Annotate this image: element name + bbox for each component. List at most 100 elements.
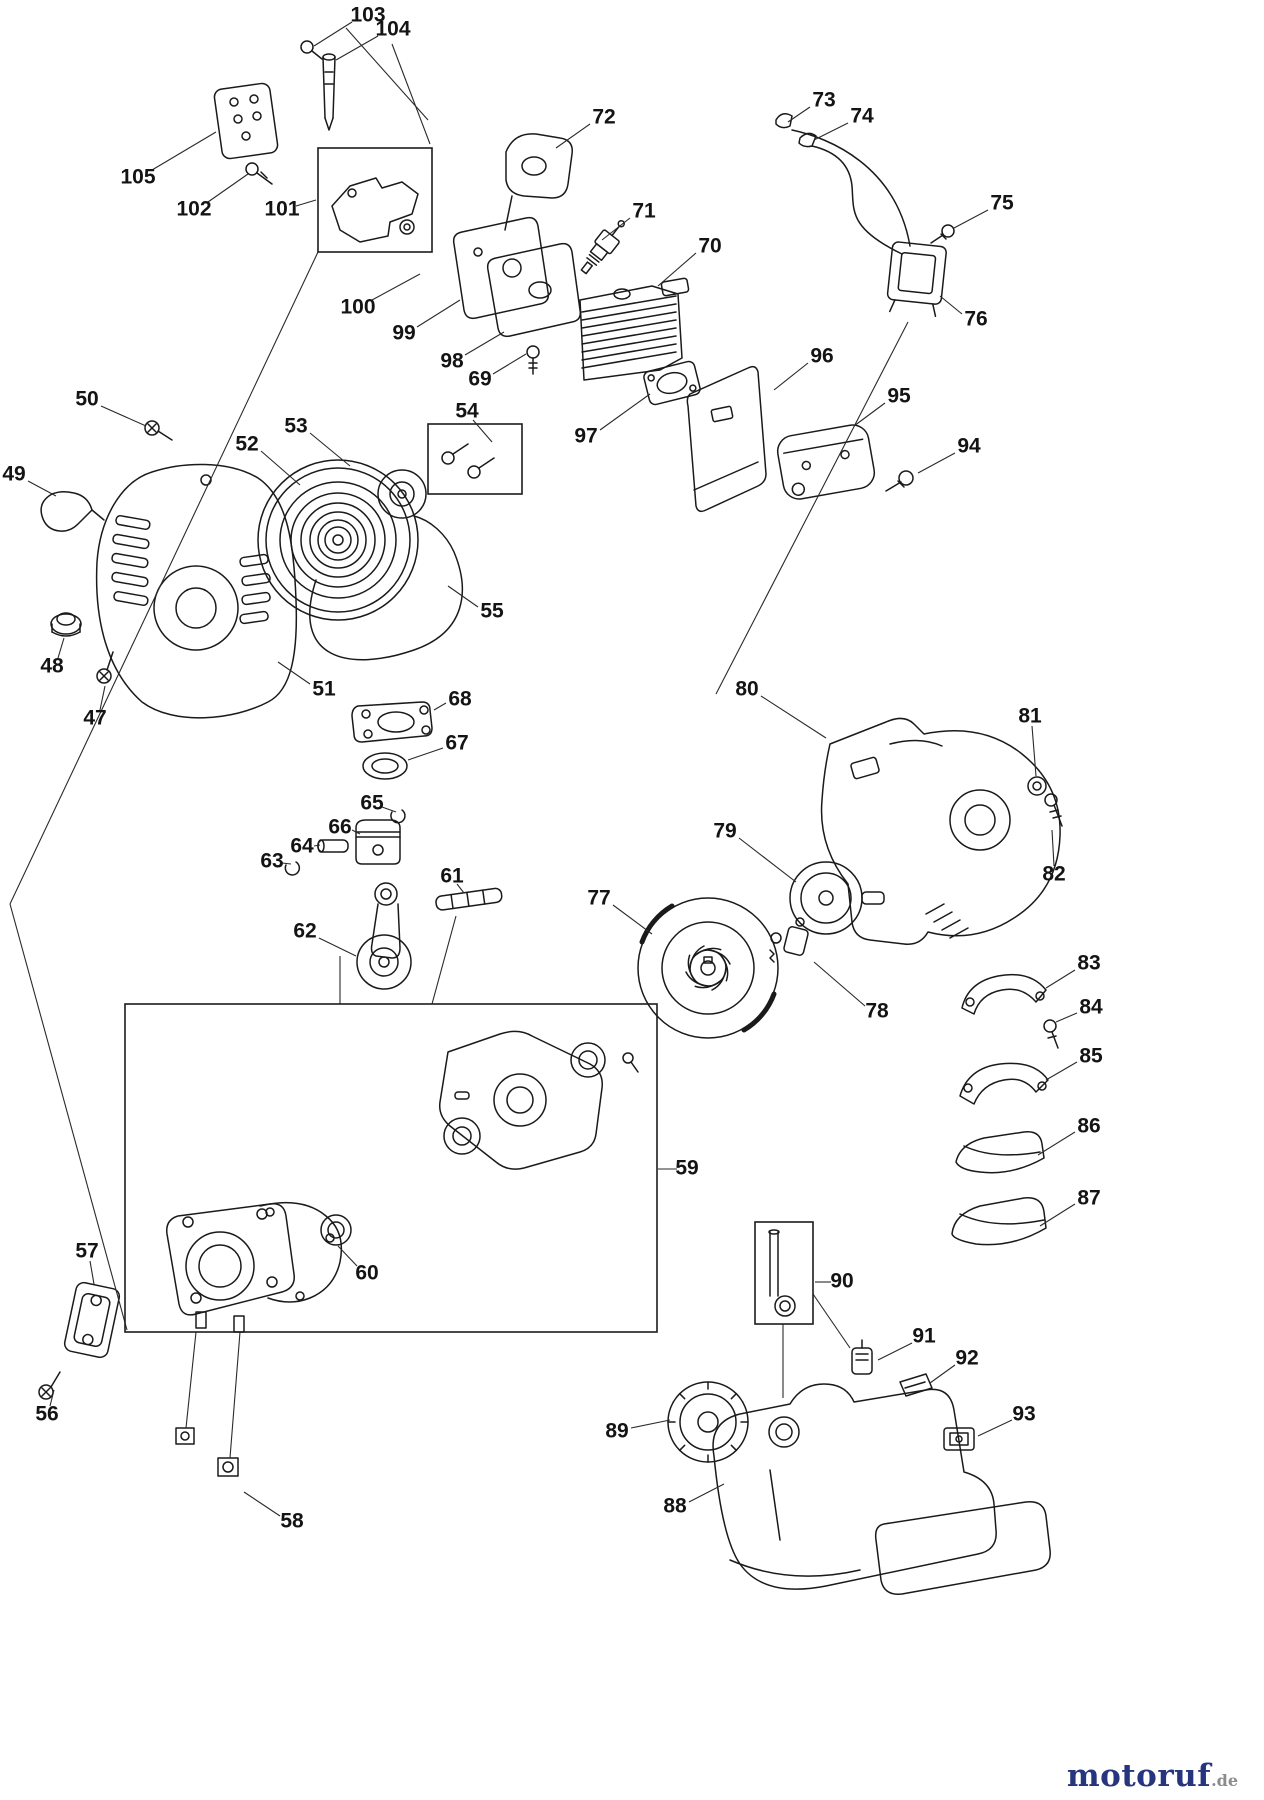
leader-line-67 (407, 747, 444, 761)
callout-96: 96 (810, 345, 833, 368)
part-crankcase-half-lower (165, 1203, 295, 1333)
callout-81: 81 (1018, 705, 1042, 728)
part-fan-housing-80 (820, 717, 1061, 945)
construction-line-7 (185, 1331, 197, 1429)
callout-67: 67 (445, 732, 468, 755)
callout-48: 48 (40, 655, 64, 678)
callout-66: 66 (328, 816, 351, 839)
construction-line-4 (715, 321, 909, 695)
leader-line-76 (939, 295, 963, 315)
callout-90: 90 (830, 1270, 853, 1293)
leader-line-69 (492, 353, 527, 375)
callout-64: 64 (290, 835, 314, 858)
callout-74: 74 (850, 105, 874, 128)
part-screw-102 (245, 162, 273, 185)
leader-line-60 (337, 1245, 358, 1267)
leader-line-95 (853, 402, 886, 427)
leader-line-62 (318, 937, 357, 957)
callout-54: 54 (455, 400, 479, 423)
part-nuts-58 (175, 1427, 239, 1477)
part-clamp-85 (959, 1062, 1049, 1105)
callout-98: 98 (440, 350, 464, 373)
leader-line-92 (929, 1364, 956, 1384)
callout-83: 83 (1077, 952, 1100, 975)
callout-76: 76 (964, 308, 987, 331)
callout-94: 94 (957, 435, 981, 458)
callout-84: 84 (1079, 996, 1103, 1019)
part-ignition-wires (791, 129, 911, 255)
callout-57: 57 (75, 1240, 98, 1263)
callout-60: 60 (355, 1262, 378, 1285)
leader-line-53 (309, 432, 351, 467)
logo-main: motoruf (1066, 1758, 1212, 1794)
callout-63: 63 (260, 850, 283, 873)
leader-line-54 (472, 419, 493, 443)
part-starter-grip-49 (40, 490, 105, 532)
leader-line-72 (555, 123, 591, 149)
part-cushion-87 (951, 1197, 1047, 1246)
leader-line-100 (371, 273, 421, 301)
callout-82: 82 (1042, 863, 1065, 886)
leader-line-75 (953, 209, 989, 229)
construction-line-1 (391, 43, 431, 145)
callout-65: 65 (360, 792, 384, 815)
callout-92: 92 (955, 1347, 978, 1370)
part-screw-50 (144, 420, 173, 441)
leader-line-96 (773, 362, 809, 391)
leader-line-81 (1031, 725, 1037, 777)
leader-line-91 (877, 1342, 913, 1361)
leader-line-70 (657, 252, 697, 287)
callout-50: 50 (75, 388, 98, 411)
callout-49: 49 (2, 463, 25, 486)
part-plate-100 (452, 216, 550, 320)
callout-70: 70 (698, 235, 721, 258)
leader-line-84 (1055, 1012, 1078, 1023)
callout-104: 104 (375, 18, 410, 41)
part-starter-cup-79 (789, 861, 885, 935)
leader-line-68 (433, 702, 447, 711)
part-fuel-pipe-90 (768, 1229, 796, 1317)
callout-69: 69 (468, 368, 491, 391)
leader-line-63 (281, 862, 292, 865)
construction-line-8 (229, 1331, 241, 1459)
part-mount-57 (63, 1281, 121, 1359)
callout-78: 78 (865, 1000, 889, 1023)
part-screw-94 (885, 470, 914, 492)
callout-101: 101 (264, 198, 299, 221)
callout-75: 75 (990, 192, 1014, 215)
motoruf-logo[interactable]: motoruf.de (1067, 1758, 1238, 1794)
callout-100: 100 (340, 296, 375, 319)
group-box-90 (754, 1221, 814, 1325)
callout-62: 62 (293, 920, 316, 943)
callout-68: 68 (448, 688, 472, 711)
leader-line-78 (813, 961, 866, 1007)
callout-56: 56 (35, 1403, 58, 1426)
leader-line-74 (813, 122, 849, 141)
construction-line-2 (9, 251, 319, 905)
part-spark-plug-71 (580, 219, 625, 275)
leader-line-103 (313, 21, 353, 47)
callout-95: 95 (887, 385, 911, 408)
part-fuel-tank-88 (712, 1383, 997, 1590)
part-screw-56 (38, 1371, 61, 1400)
part-heat-shield-96 (686, 365, 767, 513)
leader-line-52 (260, 450, 301, 486)
callout-55: 55 (480, 600, 504, 623)
part-plate-99 (486, 242, 582, 338)
leader-line-57 (89, 1260, 95, 1285)
callout-72: 72 (592, 106, 615, 129)
part-muffler-95 (776, 424, 876, 500)
leader-line-80 (760, 695, 827, 739)
part-pawl-assembly-78 (769, 917, 809, 963)
leader-line-82 (1051, 829, 1055, 867)
leader-line-102 (207, 173, 249, 203)
leader-line-49 (27, 480, 57, 497)
leader-line-104 (335, 35, 379, 61)
callout-93: 93 (1012, 1403, 1035, 1426)
leader-line-77 (612, 904, 653, 935)
callout-53: 53 (284, 415, 307, 438)
part-fuel-cap-89 (667, 1381, 749, 1463)
part-rewind-spring-52 (257, 459, 419, 621)
part-ignition-coil-76 (886, 241, 947, 318)
